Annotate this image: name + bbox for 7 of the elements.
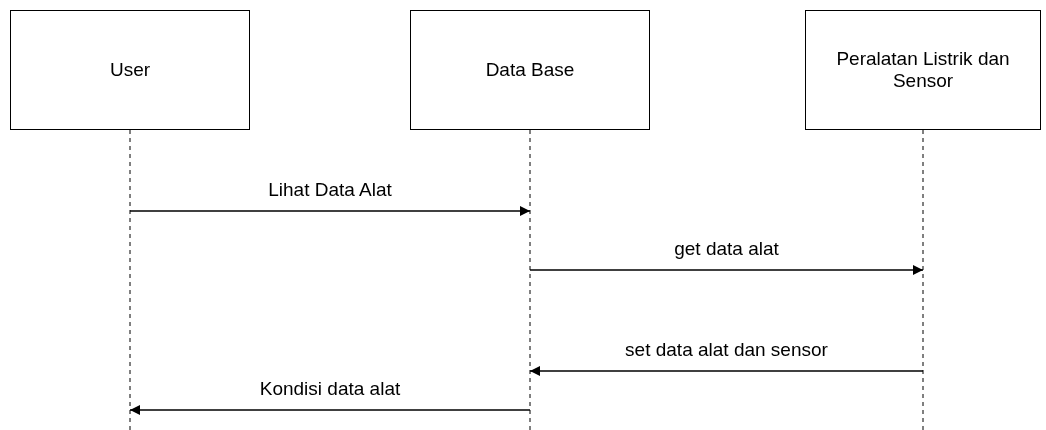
participant-box: Peralatan Listrik dan Sensor bbox=[805, 10, 1041, 130]
participant-box: User bbox=[10, 10, 250, 130]
message-arrow bbox=[129, 405, 531, 415]
participant-box: Data Base bbox=[410, 10, 650, 130]
message-arrow bbox=[129, 206, 531, 216]
message-arrow bbox=[529, 265, 924, 275]
message-arrow bbox=[529, 366, 924, 376]
